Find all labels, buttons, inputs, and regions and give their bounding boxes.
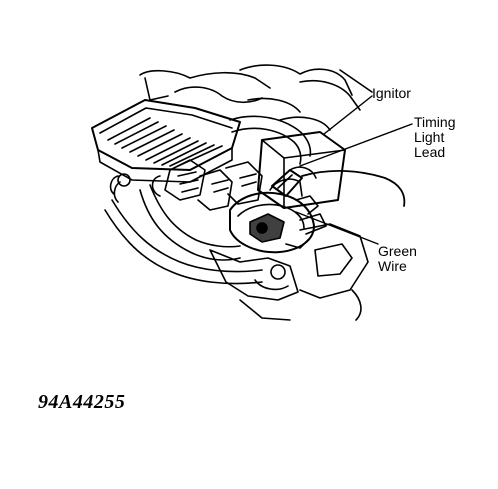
leader-line-ignitor [323,95,373,135]
air-cleaner-housing [91,99,241,183]
leader-line-green-wire [295,211,379,245]
timing-light-clamp [271,169,406,207]
connector-cluster [151,159,263,211]
label-ignitor: Ignitor [372,85,411,101]
label-green-wire: Green Wire [378,243,417,274]
engine-block-lower [109,173,369,321]
leader-line-timing-light-lead [299,123,413,167]
leader-lines [295,95,413,245]
engine-bay-outline [139,64,373,131]
label-timing-light-lead: Timing Light Lead [414,114,456,160]
figure-code: 94A44255 [38,391,126,413]
